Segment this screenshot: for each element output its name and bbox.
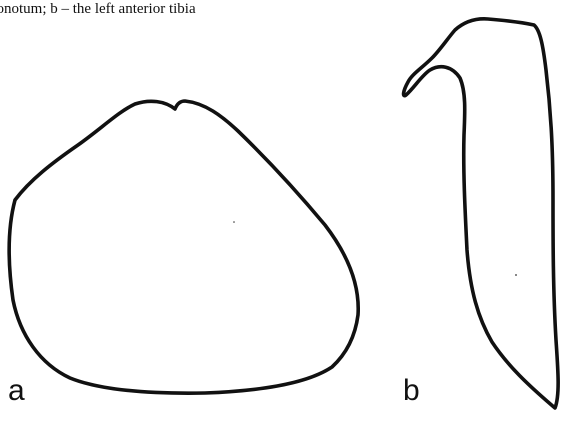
panel-b-label: b	[403, 374, 420, 407]
speck	[233, 221, 235, 223]
speck	[515, 274, 517, 276]
panel-b-drawing	[401, 17, 560, 410]
pronotum-outline	[7, 99, 361, 395]
panel-a-drawing	[7, 99, 361, 395]
tibia-outline	[401, 17, 560, 410]
panel-a-label: a	[8, 374, 25, 407]
figure-caption: pronotum; b – the left anterior tibia	[0, 1, 196, 17]
